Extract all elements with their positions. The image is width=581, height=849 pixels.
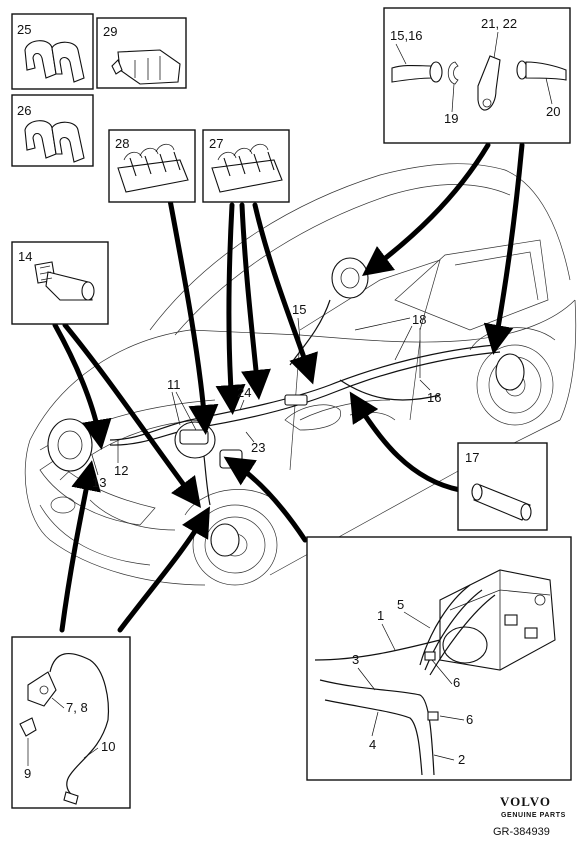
connector-arrows xyxy=(52,142,525,633)
label-5: 5 xyxy=(397,597,404,612)
box-sensor: 7, 8 9 10 xyxy=(11,636,131,809)
label-15: 15 xyxy=(292,302,306,317)
label-2: 2 xyxy=(458,752,465,767)
brand-footer: VOLVO GENUINE PARTS GR-384939 xyxy=(493,794,566,838)
label-7-8: 7, 8 xyxy=(66,700,88,715)
label-26: 26 xyxy=(17,103,31,118)
label-29: 29 xyxy=(103,24,117,39)
box-26: 26 xyxy=(11,94,94,167)
label-11: 11 xyxy=(167,377,181,392)
box-29: 29 xyxy=(96,17,187,89)
label-19: 19 xyxy=(444,111,458,126)
label-21-22: 21, 22 xyxy=(481,16,517,31)
label-24: 24 xyxy=(237,385,251,400)
label-17: 17 xyxy=(465,450,479,465)
label-4: 4 xyxy=(369,737,376,752)
label-12: 12 xyxy=(114,463,128,478)
label-9: 9 xyxy=(24,766,31,781)
label-10: 10 xyxy=(101,739,115,754)
box-14: 14 xyxy=(11,241,109,325)
label-20: 20 xyxy=(546,104,560,119)
brand-subtitle: GENUINE PARTS xyxy=(501,812,566,819)
box-abs-detail: 1 2 3 4 5 6 6 xyxy=(306,536,572,781)
document-id: GR-384939 xyxy=(493,826,550,838)
label-6a: 6 xyxy=(453,675,460,690)
label-15-16: 15,16 xyxy=(390,28,423,43)
box-17: 17 xyxy=(457,442,548,531)
brand-logo: VOLVO xyxy=(500,794,551,809)
car-callouts: 15 18 16 11 24 23 12 13 xyxy=(91,302,441,490)
box-27: 27 xyxy=(202,129,290,203)
box-28: 28 xyxy=(108,129,196,203)
label-14: 14 xyxy=(18,249,32,264)
label-23: 23 xyxy=(251,440,265,455)
label-1: 1 xyxy=(377,608,384,623)
label-16: 16 xyxy=(427,390,441,405)
label-13: 13 xyxy=(92,475,106,490)
box-25: 25 xyxy=(11,13,94,90)
label-18: 18 xyxy=(412,312,426,327)
label-3: 3 xyxy=(352,652,359,667)
label-6b: 6 xyxy=(466,712,473,727)
label-25: 25 xyxy=(17,22,31,37)
label-28: 28 xyxy=(115,136,129,151)
box-15-22: 15,16 21, 22 19 20 xyxy=(383,7,571,144)
label-27: 27 xyxy=(209,136,223,151)
